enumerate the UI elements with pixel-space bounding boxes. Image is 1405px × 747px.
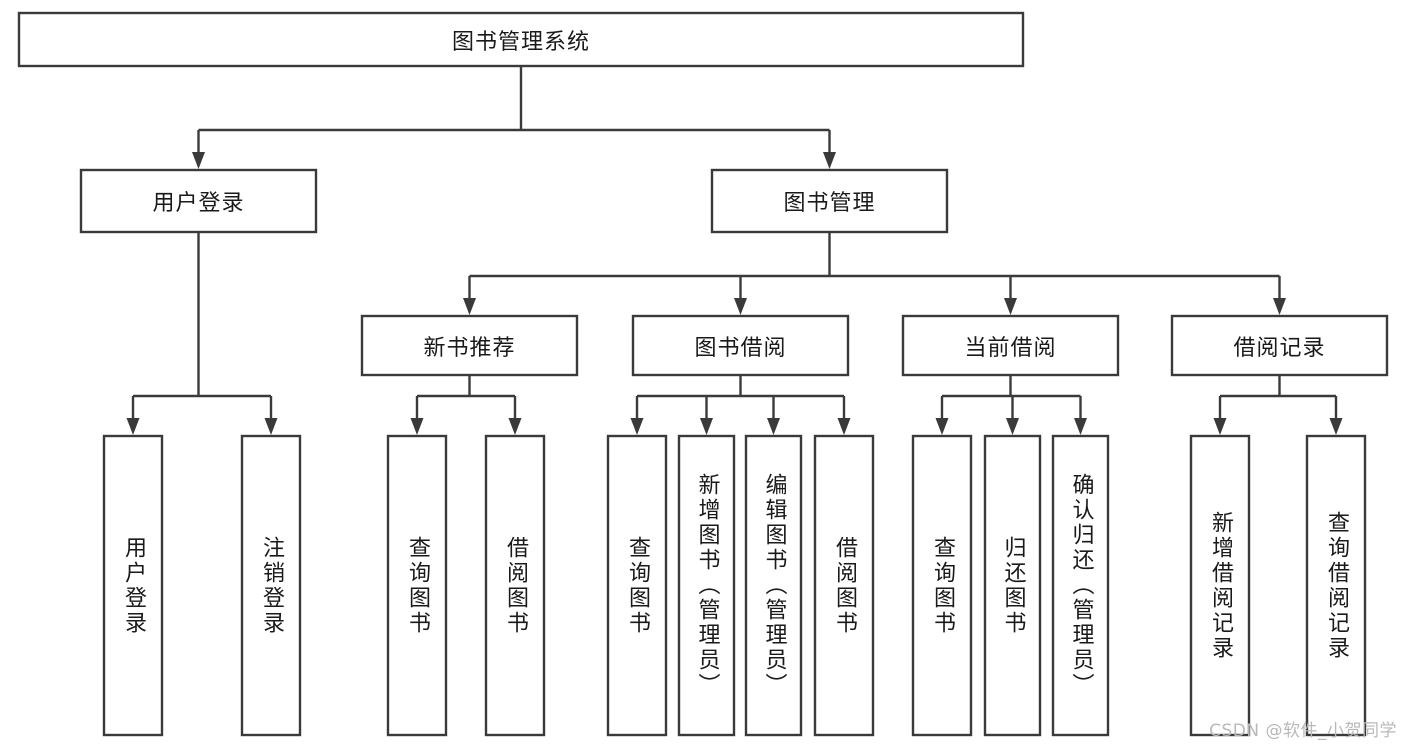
edge-group-borrow-record (1213, 375, 1343, 435)
arrow-head-icon (700, 418, 713, 435)
node-box-book-borrow[interactable] (631, 314, 850, 377)
arrow-head-icon (264, 418, 278, 435)
node-box-leaf-borrow-query[interactable] (606, 434, 668, 737)
node-box-borrow-record[interactable] (1170, 314, 1389, 377)
edge-group-book-borrow (630, 375, 851, 435)
edge-group-new-book-rec (410, 375, 522, 435)
node-box-leaf-rec-search[interactable] (1305, 434, 1367, 737)
arrow-head-icon (410, 418, 424, 435)
arrow-head-icon (734, 298, 747, 315)
node-box-current-borrow[interactable] (901, 314, 1120, 377)
node-box-leaf-cur-query[interactable] (911, 434, 973, 737)
watermark-text: CSDN @软件_小贺同学 (1209, 721, 1397, 741)
node-box-leaf-borrow-do[interactable] (813, 434, 875, 737)
arrow-head-icon (1074, 418, 1087, 435)
arrow-head-icon (837, 418, 851, 435)
arrow-head-icon (192, 152, 205, 169)
node-box-new-book-rec[interactable] (360, 314, 579, 377)
arrow-head-icon (1273, 298, 1286, 315)
arrow-head-icon (1329, 418, 1343, 435)
arrow-head-icon (463, 298, 476, 315)
edge-group-user-login (126, 232, 278, 435)
edge-group-current-borrow (935, 375, 1087, 435)
arrow-head-icon (630, 418, 644, 435)
arrow-head-icon (1004, 298, 1017, 315)
node-box-leaf-rec-query[interactable] (386, 434, 448, 737)
connector-layer (126, 66, 1343, 435)
arrow-head-icon (823, 152, 836, 169)
arrow-head-icon (1006, 418, 1019, 435)
node-box-leaf-user-login[interactable] (102, 434, 164, 737)
edge-group-root (192, 66, 836, 169)
arrow-head-icon (1213, 418, 1227, 435)
node-box-leaf-rec-add[interactable] (1189, 434, 1251, 737)
node-box-leaf-borrow-edit[interactable] (744, 434, 803, 737)
node-box-leaf-rec-borrow[interactable] (484, 434, 546, 737)
node-box-user-login[interactable] (79, 168, 318, 234)
node-box-layer (17, 11, 1389, 737)
node-box-leaf-borrow-add[interactable] (677, 434, 736, 737)
node-box-leaf-cur-confirm[interactable] (1051, 434, 1110, 737)
arrow-head-icon (126, 418, 140, 435)
arrow-head-icon (508, 418, 522, 435)
node-box-leaf-cur-return[interactable] (983, 434, 1042, 737)
arrow-head-icon (935, 418, 949, 435)
arrow-head-icon (767, 418, 780, 435)
edge-group-book-manage (463, 232, 1286, 315)
node-box-leaf-user-logout[interactable] (240, 434, 302, 737)
node-box-root[interactable] (17, 11, 1025, 68)
node-box-book-manage[interactable] (710, 168, 949, 234)
